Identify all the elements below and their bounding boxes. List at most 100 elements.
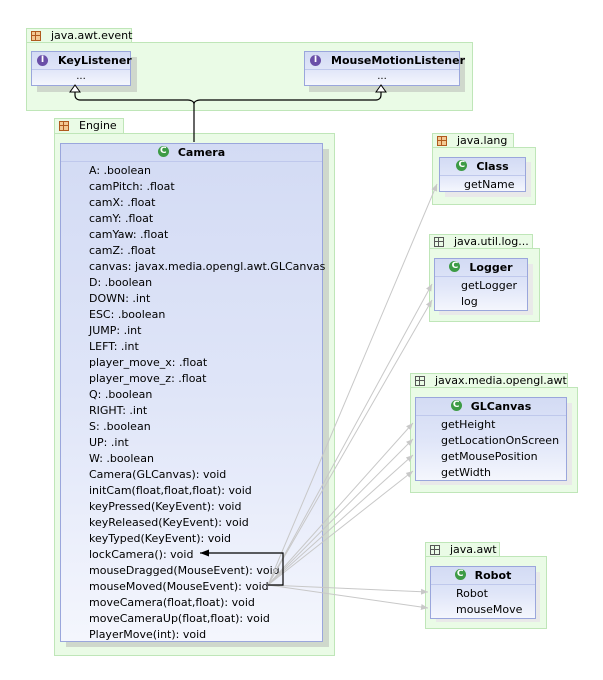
member-label: getLogger [461, 279, 517, 292]
member-row[interactable]: lockCamera(): void [61, 547, 322, 563]
member-row[interactable]: player_move_x: .float [61, 355, 322, 371]
member-row[interactable]: getLogger [435, 278, 527, 294]
public-field-icon [66, 424, 72, 430]
member-label: keyTyped(KeyEvent): void [89, 532, 232, 545]
member-row[interactable]: JUMP: .int [61, 323, 322, 339]
package-name: java.awt [450, 543, 497, 556]
member-row[interactable]: mouseMoved(MouseEvent): void [61, 579, 322, 595]
class-name: KeyListener [58, 54, 132, 67]
member-row[interactable]: camYaw: .float [61, 227, 322, 243]
class-box-keylistener[interactable]: KeyListener ... [31, 51, 132, 86]
class-header: Class [440, 157, 525, 176]
member-row[interactable]: PlayerMove(int): void [61, 627, 322, 643]
package-method-icon [421, 470, 427, 476]
member-row[interactable]: LEFT: .int [61, 339, 322, 355]
public-method-icon [66, 488, 72, 494]
member-row[interactable]: getName [440, 177, 525, 193]
package-icon [430, 545, 440, 555]
member-label: camY: .float [89, 212, 154, 225]
public-field-icon [66, 344, 72, 350]
class-header: Robot [431, 566, 535, 585]
member-row[interactable]: mouseMove [431, 602, 535, 618]
member-row[interactable]: UP: .int [61, 435, 322, 451]
member-row[interactable]: canvas: javax.media.opengl.awt.GLCanvas [61, 259, 325, 275]
member-label: lockCamera(): void [89, 548, 194, 561]
member-row[interactable]: Q: .boolean [61, 387, 322, 403]
member-row[interactable]: camY: .float [61, 211, 322, 227]
member-row[interactable]: ESC: .boolean [61, 307, 322, 323]
member-row[interactable]: D: .boolean [61, 275, 322, 291]
member-row[interactable]: Camera(GLCanvas): void [61, 467, 322, 483]
class-header: MouseMotionListener [305, 52, 465, 70]
class-box-glcanvas[interactable]: GLCanvas getHeightgetLocationOnScreenget… [415, 397, 567, 481]
class-icon [456, 157, 468, 174]
public-field-icon [66, 184, 72, 190]
member-row[interactable]: moveCamera(float,float): void [61, 595, 322, 611]
package-tab-java-lang[interactable]: java.lang [432, 133, 514, 148]
member-row[interactable]: camX: .float [61, 195, 322, 211]
collapsed-members[interactable]: ... [377, 71, 387, 82]
class-box-mousemotionlistener[interactable]: MouseMotionListener ... [304, 51, 465, 86]
member-row[interactable]: getLocationOnScreen [416, 433, 566, 449]
member-row[interactable]: moveCameraUp(float,float): void [61, 611, 322, 627]
member-row[interactable]: Robot [431, 586, 535, 602]
member-label: mouseDragged(MouseEvent): void [89, 564, 280, 577]
member-row[interactable]: RIGHT: .int [61, 403, 322, 419]
member-row[interactable]: initCam(float,float,float): void [61, 483, 322, 499]
member-list: getLogger log [435, 277, 527, 310]
member-label: mouseMove [456, 603, 523, 616]
public-field-icon [66, 280, 72, 286]
member-row[interactable]: A: .boolean [61, 163, 322, 179]
public-field-icon [66, 440, 72, 446]
member-label: keyPressed(KeyEvent): void [89, 500, 242, 513]
package-method-icon [436, 607, 442, 613]
package-tab-java-util-logging[interactable]: java.util.log... [429, 234, 533, 249]
package-tab-engine[interactable]: Engine [54, 118, 124, 133]
member-label: keyReleased(KeyEvent): void [89, 516, 249, 529]
member-row[interactable]: S: .boolean [61, 419, 322, 435]
member-row[interactable]: mouseDragged(MouseEvent): void [61, 563, 322, 579]
package-field-icon [66, 264, 72, 270]
member-row[interactable]: keyReleased(KeyEvent): void [61, 515, 322, 531]
member-row[interactable]: camPitch: .float [61, 179, 322, 195]
package-method-icon [421, 422, 427, 428]
member-row[interactable]: player_move_z: .float [61, 371, 322, 387]
collapsed-members[interactable]: ... [76, 71, 86, 82]
member-row[interactable]: keyTyped(KeyEvent): void [61, 531, 322, 547]
member-row[interactable]: getMousePosition [416, 449, 566, 465]
public-method-icon [66, 584, 72, 590]
package-tab-javax-media-opengl-awt[interactable]: javax.media.opengl.awt [410, 373, 568, 388]
member-row[interactable]: W: .boolean [61, 451, 322, 467]
member-label: camZ: .float [89, 244, 156, 257]
member-row[interactable]: DOWN: .int [61, 291, 322, 307]
member-label: D: .boolean [89, 276, 153, 289]
class-name: Camera [177, 146, 226, 159]
member-row[interactable]: camZ: .float [61, 243, 322, 259]
public-field-icon [66, 232, 72, 238]
public-field-icon [66, 376, 72, 382]
member-row[interactable]: getHeight [416, 417, 566, 433]
public-field-icon [66, 312, 72, 318]
member-label: getName [464, 178, 515, 191]
member-row[interactable]: log [435, 294, 527, 310]
public-method-icon [66, 568, 72, 574]
class-icon [450, 397, 462, 414]
member-label: PlayerMove(int): void [89, 628, 207, 641]
class-name: MouseMotionListener [331, 54, 466, 67]
member-row[interactable]: getWidth [416, 465, 566, 481]
package-name: java.lang [457, 134, 508, 147]
public-method-icon [66, 472, 72, 478]
member-label: getWidth [441, 466, 492, 479]
class-box-class[interactable]: Class getName [439, 157, 526, 192]
member-row[interactable]: keyPressed(KeyEvent): void [61, 499, 322, 515]
package-tab-java-awt-event[interactable]: java.awt.event [26, 28, 132, 43]
public-field-icon [66, 408, 72, 414]
public-field-icon [66, 456, 72, 462]
package-tab-java-awt[interactable]: java.awt [425, 542, 500, 557]
public-method-icon [66, 600, 72, 606]
package-icon [59, 121, 69, 131]
